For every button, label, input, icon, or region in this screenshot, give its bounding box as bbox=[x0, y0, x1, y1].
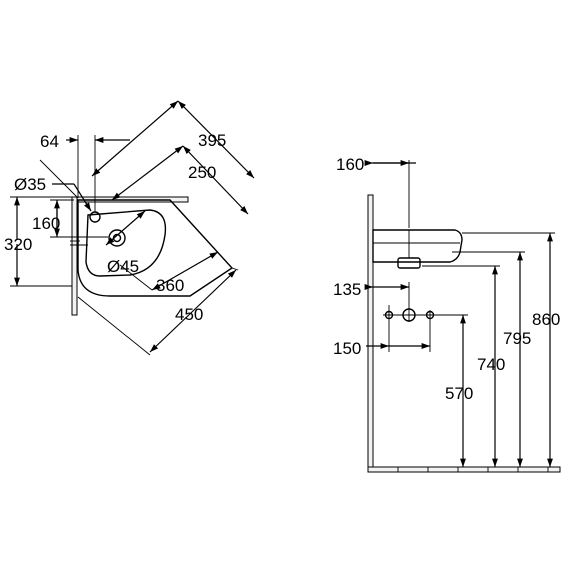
floor bbox=[367, 466, 561, 473]
label-dim-360: 360 bbox=[156, 276, 184, 295]
side-view: 160 135 150 570 740 795 860 bbox=[333, 155, 561, 473]
label-dim-side-160: 160 bbox=[336, 155, 364, 174]
wall-left bbox=[71, 196, 78, 316]
basin-profile bbox=[372, 229, 463, 263]
tap-hole bbox=[89, 211, 101, 223]
label-dim-d35: Ø35 bbox=[14, 175, 46, 194]
label-dim-450: 450 bbox=[175, 305, 203, 324]
basin-bowl bbox=[85, 209, 167, 277]
label-dim-160: 160 bbox=[32, 214, 60, 233]
label-dim-side-135: 135 bbox=[333, 280, 361, 299]
label-dim-side-795: 795 bbox=[503, 329, 531, 348]
label-dim-side-740: 740 bbox=[477, 355, 505, 374]
label-dim-320: 320 bbox=[4, 235, 32, 254]
label-dim-d45: Ø45 bbox=[107, 257, 139, 276]
label-dim-side-860: 860 bbox=[532, 310, 560, 329]
label-dim-side-570: 570 bbox=[445, 384, 473, 403]
label-dim-395: 395 bbox=[198, 131, 226, 150]
drain-outer bbox=[108, 229, 126, 247]
side-wall bbox=[367, 194, 374, 471]
label-dim-side-150: 150 bbox=[333, 339, 361, 358]
top-view: 64 395 250 Ø35 160 320 Ø45 360 bbox=[4, 100, 255, 356]
label-dim-64: 64 bbox=[40, 132, 59, 151]
label-dim-250: 250 bbox=[188, 163, 216, 182]
basin-siphon bbox=[397, 257, 421, 269]
